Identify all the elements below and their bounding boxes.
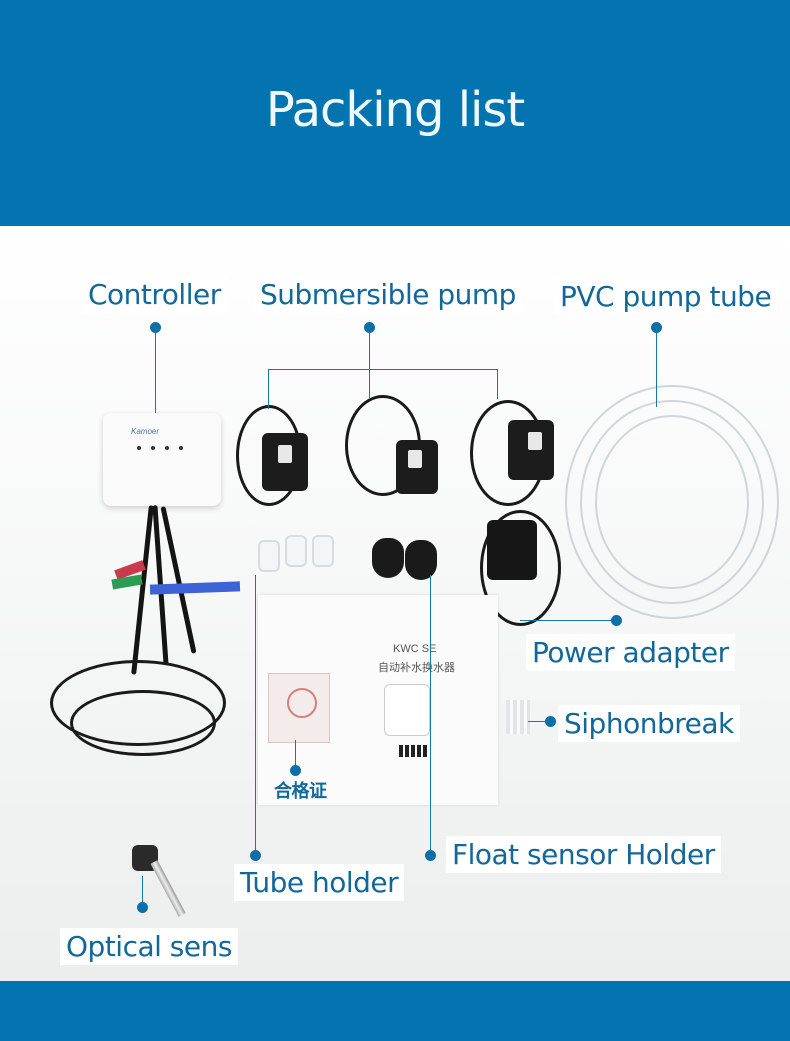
label-certificate: 合格证	[274, 781, 327, 802]
tube-holder-item	[312, 535, 334, 567]
leader-line	[497, 369, 498, 399]
manual-device-illustration	[384, 684, 430, 736]
stamp-icon	[287, 688, 317, 718]
leader-line	[268, 369, 269, 409]
power-adapter-device	[487, 520, 537, 580]
adapter-cable-coil	[480, 510, 561, 626]
pvc-tube-coil	[565, 385, 779, 619]
leader-line	[520, 620, 615, 621]
leader-line	[142, 876, 143, 906]
leader-line	[369, 369, 370, 399]
label-submersible-pump: Submersible pump	[254, 276, 522, 313]
leader-dot	[545, 716, 556, 727]
label-siphonbreak: Siphonbreak	[558, 705, 740, 742]
manual-model: KWC SE	[393, 643, 437, 655]
label-optical-sensor: Optical sens	[60, 928, 238, 965]
submersible-pump-1	[262, 433, 308, 491]
float-sensor-holder-item	[372, 538, 404, 578]
label-pvc-pump-tube: PVC pump tube	[554, 278, 778, 315]
header-banner: Packing list	[0, 0, 790, 226]
float-sensor-holder-item	[405, 540, 437, 580]
led-indicator	[165, 446, 169, 450]
pvc-tube-coil	[595, 415, 749, 589]
page-title: Packing list	[265, 82, 525, 138]
manual-subtitle: 自动补水换水器	[378, 662, 455, 674]
label-power-adapter: Power adapter	[526, 634, 735, 671]
leader-dot	[137, 902, 148, 913]
leader-dot	[290, 765, 301, 776]
controller-brand: Kamoer	[131, 427, 160, 436]
tube-holder-item	[258, 540, 280, 572]
footer-banner	[0, 981, 790, 1041]
leader-dot	[425, 850, 436, 861]
led-indicator	[151, 446, 155, 450]
cable-coil	[70, 690, 216, 756]
leader-line	[268, 369, 498, 370]
leader-line	[295, 740, 296, 770]
tube-holder-item	[285, 535, 307, 567]
manual-barcode	[399, 745, 429, 757]
leader-line	[369, 327, 370, 369]
siphonbreak-item	[506, 700, 530, 734]
leader-line	[528, 721, 548, 722]
label-controller: Controller	[82, 276, 227, 313]
leader-dot	[611, 615, 622, 626]
leader-line	[430, 575, 431, 850]
controller-device: Kamoer	[103, 413, 221, 506]
leader-line	[255, 575, 256, 855]
submersible-pump-3	[508, 420, 554, 480]
led-indicator	[179, 446, 183, 450]
label-float-sensor-holder: Float sensor Holder	[446, 836, 721, 873]
leader-line	[155, 327, 156, 413]
led-indicator	[137, 446, 141, 450]
submersible-pump-2	[396, 440, 438, 494]
pvc-tube-coil	[580, 400, 764, 604]
leader-dot	[250, 850, 261, 861]
certificate-card	[268, 673, 330, 743]
label-tube-holder: Tube holder	[234, 864, 405, 901]
leader-line	[656, 327, 657, 407]
